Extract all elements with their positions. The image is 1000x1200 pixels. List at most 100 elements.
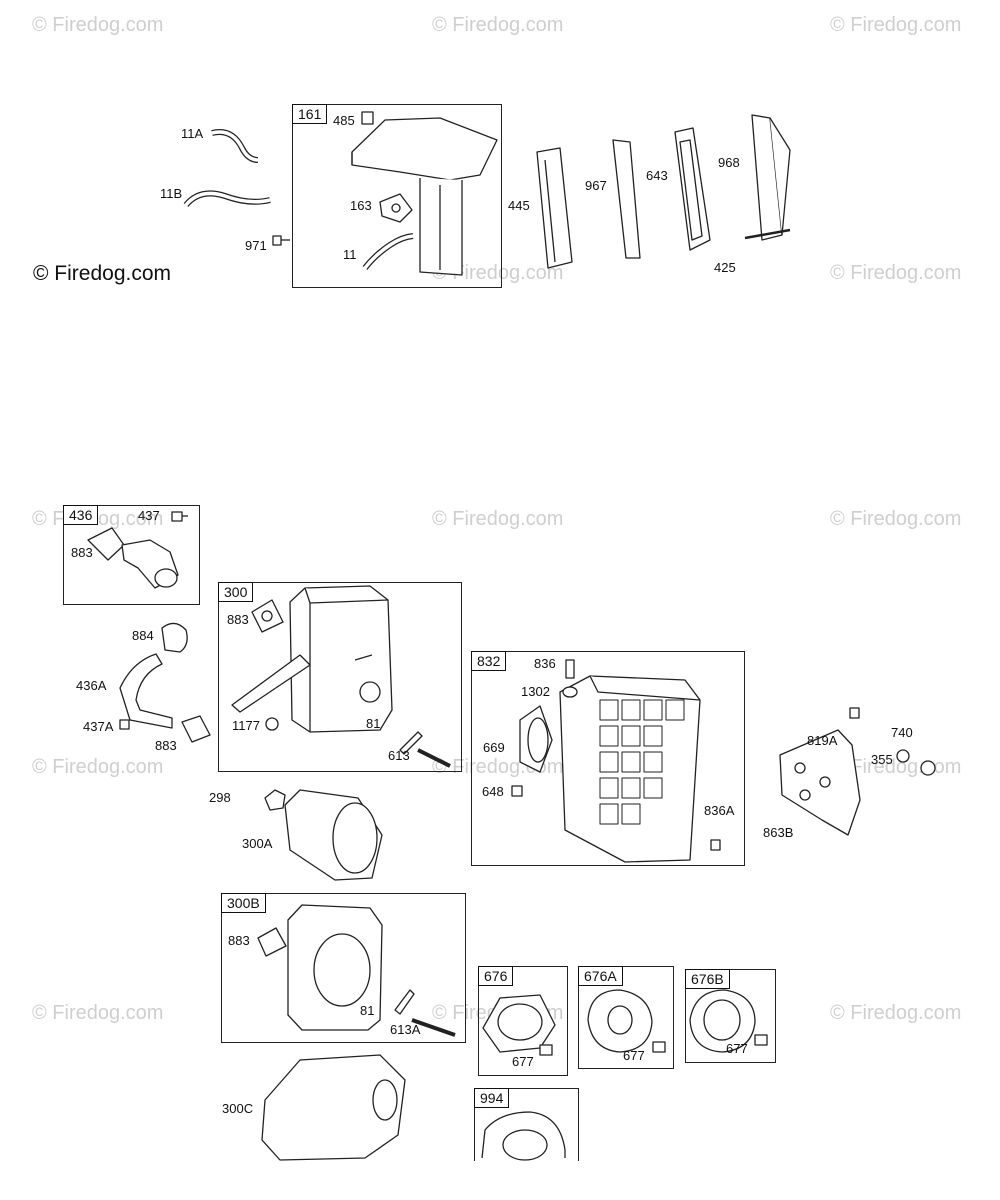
clip-485 bbox=[361, 111, 374, 125]
part-label: 883 bbox=[227, 612, 249, 627]
group-436-box bbox=[63, 505, 200, 605]
part-label: 819A bbox=[807, 733, 838, 748]
group-tag-161: 161 bbox=[292, 104, 328, 124]
screw-648 bbox=[511, 785, 523, 797]
screw-437a bbox=[119, 719, 130, 730]
screw-819a bbox=[849, 707, 860, 719]
group-676-box bbox=[478, 966, 568, 1076]
watermark-main: © Firedog.com bbox=[33, 262, 172, 285]
group-676b-box bbox=[685, 969, 776, 1063]
part-label: 883 bbox=[228, 933, 250, 948]
hose-11 bbox=[362, 233, 414, 270]
part-label: 298 bbox=[209, 790, 231, 805]
washer-1302 bbox=[562, 686, 578, 698]
watermark: © Firedog.com bbox=[830, 508, 962, 530]
part-label: 836 bbox=[534, 656, 556, 671]
pin-81b bbox=[394, 989, 415, 1015]
gasket-883b bbox=[181, 715, 211, 743]
group-676a-box bbox=[578, 966, 674, 1069]
watermark: © Firedog.com bbox=[432, 14, 564, 36]
screw-836 bbox=[565, 659, 575, 679]
part-label: 485 bbox=[333, 113, 355, 128]
pipe-436a bbox=[119, 653, 173, 729]
part-label: 669 bbox=[483, 740, 505, 755]
nut-1177 bbox=[265, 717, 279, 731]
part-label: 300C bbox=[222, 1101, 254, 1116]
gasket-883d bbox=[257, 927, 287, 957]
part-label: 968 bbox=[718, 155, 740, 170]
part-label: 740 bbox=[891, 725, 913, 740]
group-300-box bbox=[218, 582, 462, 772]
nut-740 bbox=[920, 760, 936, 776]
part-label: 11 bbox=[343, 247, 357, 262]
part-label: 81 bbox=[366, 716, 381, 731]
screw-677c bbox=[754, 1034, 768, 1046]
part-label: 884 bbox=[132, 628, 154, 643]
part-label: 613A bbox=[390, 1022, 421, 1037]
part-label: 81 bbox=[360, 1003, 375, 1018]
part-label: 643 bbox=[646, 168, 668, 183]
part-label: 883 bbox=[155, 738, 177, 753]
part-label: 437 bbox=[138, 508, 160, 523]
part-label: 677 bbox=[512, 1054, 534, 1069]
muffler-300c bbox=[261, 1054, 406, 1161]
watermark: © Firedog.com bbox=[32, 1002, 164, 1024]
part-label: 971 bbox=[245, 238, 267, 253]
part-label: 1177 bbox=[232, 718, 260, 733]
group-300b-box bbox=[221, 893, 466, 1043]
heat-shield-161 bbox=[351, 117, 498, 181]
part-label: 11B bbox=[160, 186, 183, 201]
watermark: © Firedog.com bbox=[830, 14, 962, 36]
watermark: © Firedog.com bbox=[32, 14, 164, 36]
screw-836a bbox=[710, 839, 721, 851]
part-label: 863B bbox=[763, 825, 794, 840]
part-label: 445 bbox=[508, 198, 530, 213]
part-label: 355 bbox=[871, 752, 893, 767]
group-tag-300b: 300B bbox=[221, 893, 266, 913]
group-tag-300: 300 bbox=[218, 582, 254, 602]
part-label: 1302 bbox=[521, 684, 550, 699]
part-label: 436A bbox=[76, 678, 107, 693]
pin-81 bbox=[399, 731, 423, 755]
filter-445 bbox=[536, 147, 573, 269]
watermark: © Firedog.com bbox=[432, 262, 564, 284]
group-tag-676a: 676A bbox=[578, 966, 623, 986]
group-tag-832: 832 bbox=[471, 651, 507, 671]
part-label: 425 bbox=[714, 260, 736, 275]
group-161-box bbox=[292, 104, 502, 288]
watermark: © Firedog.com bbox=[830, 1002, 962, 1024]
part-label: 437A bbox=[83, 719, 114, 734]
bolt-613a bbox=[411, 1018, 456, 1037]
part-label: 967 bbox=[585, 178, 607, 193]
group-994-box bbox=[474, 1088, 579, 1161]
bolt-613 bbox=[417, 748, 451, 768]
watermark: © Firedog.com bbox=[432, 508, 564, 530]
part-label: 11A bbox=[181, 126, 204, 141]
part-label: 163 bbox=[350, 198, 372, 213]
clamp-884 bbox=[161, 622, 188, 653]
muffler-300 bbox=[289, 585, 393, 733]
washer-355 bbox=[896, 749, 910, 763]
watermark: © Firedog.com bbox=[32, 756, 164, 778]
watermark: © Firedog.com bbox=[830, 262, 962, 284]
part-label: 648 bbox=[482, 784, 504, 799]
part-label: 677 bbox=[726, 1041, 748, 1056]
gasket-883 bbox=[87, 527, 125, 561]
group-832-box bbox=[471, 651, 745, 866]
screen-967 bbox=[612, 139, 641, 259]
group-tag-436: 436 bbox=[63, 505, 99, 525]
bolt-425 bbox=[744, 228, 791, 240]
group-tag-676b: 676B bbox=[685, 969, 730, 989]
screw-677b bbox=[652, 1041, 666, 1053]
group-tag-676: 676 bbox=[478, 966, 514, 986]
screw-677a bbox=[539, 1044, 553, 1056]
screw-437 bbox=[171, 511, 188, 522]
lockwasher-298 bbox=[264, 789, 286, 811]
part-label: 883 bbox=[71, 545, 93, 560]
part-label: 677 bbox=[623, 1048, 645, 1063]
part-label: 613 bbox=[388, 748, 410, 763]
group-tag-994: 994 bbox=[474, 1088, 510, 1108]
part-label: 300A bbox=[242, 836, 273, 851]
part-label: 836A bbox=[704, 803, 735, 818]
